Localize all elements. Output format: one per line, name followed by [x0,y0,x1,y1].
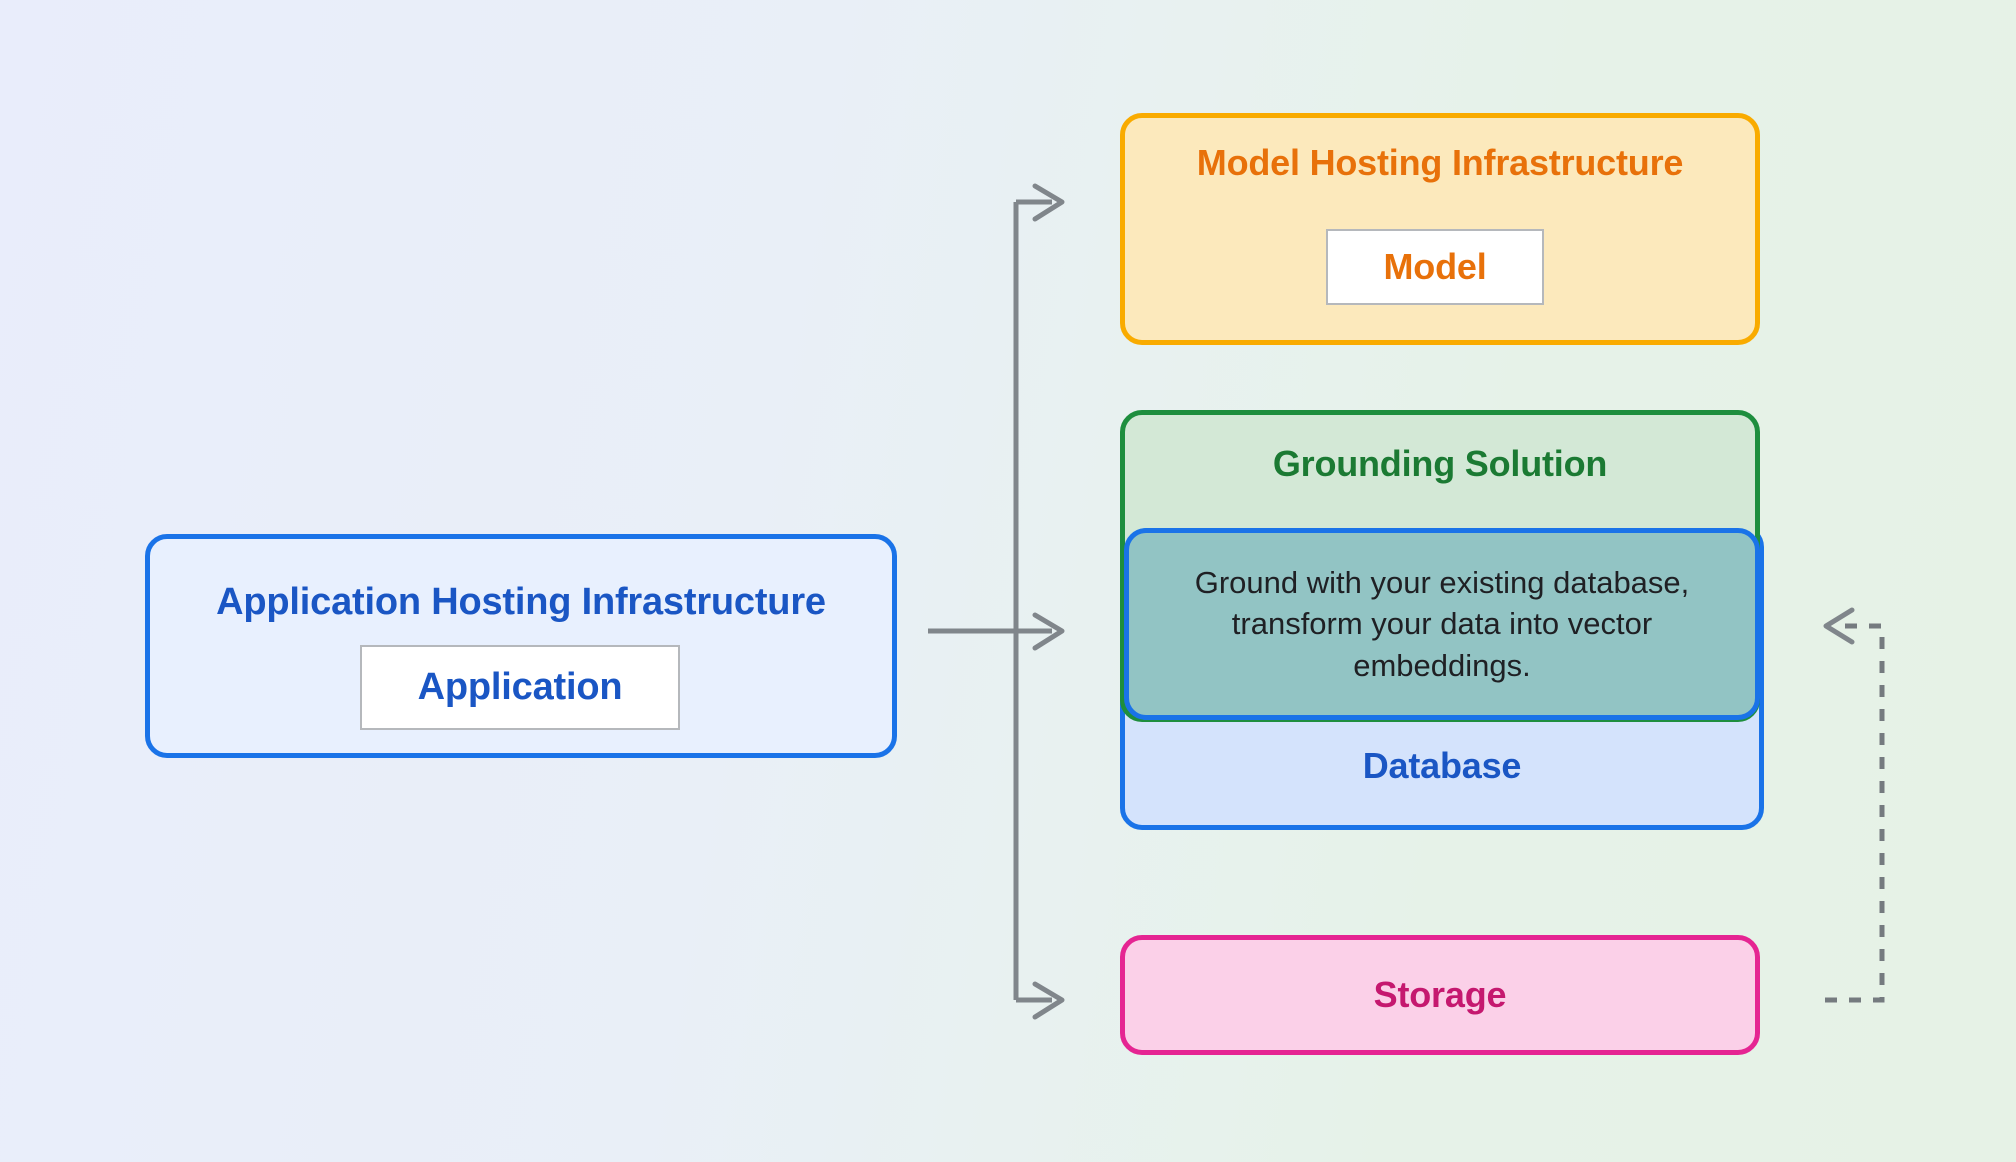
grounding-description-text: Ground with your existing database, tran… [1194,565,1690,683]
application-label: Application [417,666,623,708]
grounding-solution-label: Grounding Solution [1272,443,1608,484]
application-hosting-label: Application Hosting Infrastructure [216,581,826,623]
node-storage[interactable]: Storage [1120,935,1760,1055]
storage-label: Storage [1373,974,1507,1015]
node-model[interactable]: Model [1326,229,1544,305]
model-hosting-label: Model Hosting Infrastructure [1196,142,1684,183]
connector-storage-to-database-dashed [1825,623,1885,1003]
arrowhead-to-database-icon [1823,607,1855,645]
arrowhead-to-grounding-icon [1032,612,1065,651]
model-label: Model [1383,246,1487,287]
node-application[interactable]: Application [360,645,680,730]
database-label: Database [1362,745,1522,786]
node-grounding-description[interactable]: Ground with your existing database, tran… [1124,528,1760,720]
arrowhead-to-model-icon [1032,183,1065,222]
arrowhead-to-storage-icon [1032,981,1065,1020]
